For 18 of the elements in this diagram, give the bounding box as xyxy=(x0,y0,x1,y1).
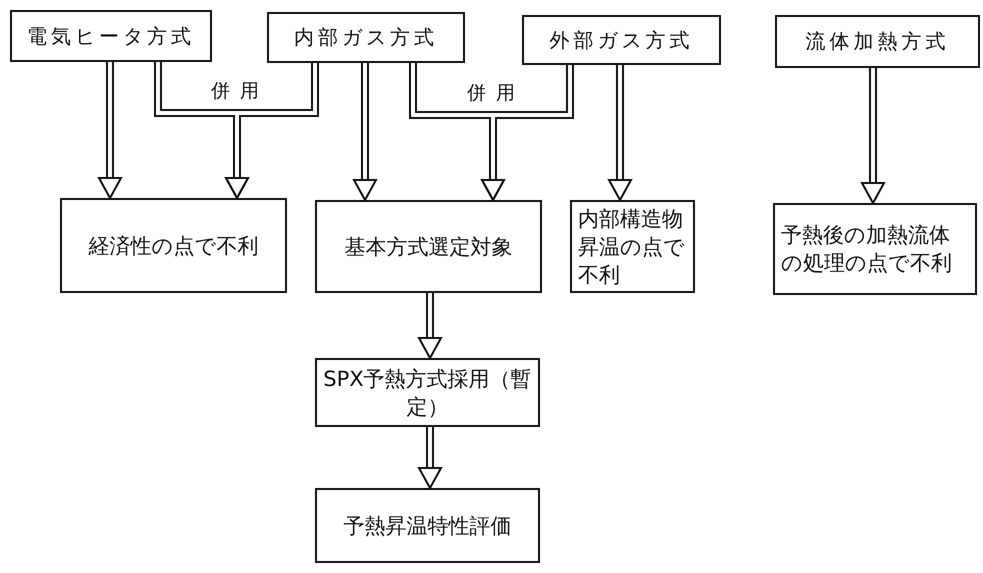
process-box: 基本方式選定対象 xyxy=(315,200,542,293)
process-box: SPX予熱方式採用（暫定） xyxy=(315,358,540,427)
process-box: 経済性の点で不利 xyxy=(60,198,287,293)
arrow xyxy=(98,61,123,199)
arrow xyxy=(353,62,378,201)
process-box: 予熱昇温特性評価 xyxy=(315,488,540,563)
process-box: 外部ガス方式 xyxy=(522,15,721,65)
process-box: 電気ヒータ方式 xyxy=(10,10,212,62)
process-box: 流体加熱方式 xyxy=(775,15,980,68)
process-box: 内部構造物昇温の点で不利 xyxy=(570,200,695,293)
arrow xyxy=(418,426,443,489)
process-box: 内部ガス方式 xyxy=(267,12,465,63)
arrow xyxy=(225,61,319,199)
arrow xyxy=(608,64,633,201)
arrow xyxy=(418,292,443,359)
arrow xyxy=(861,67,886,204)
process-box: 予熱後の加熱流体の処理の点で不利 xyxy=(773,203,977,295)
arrow xyxy=(481,63,574,201)
